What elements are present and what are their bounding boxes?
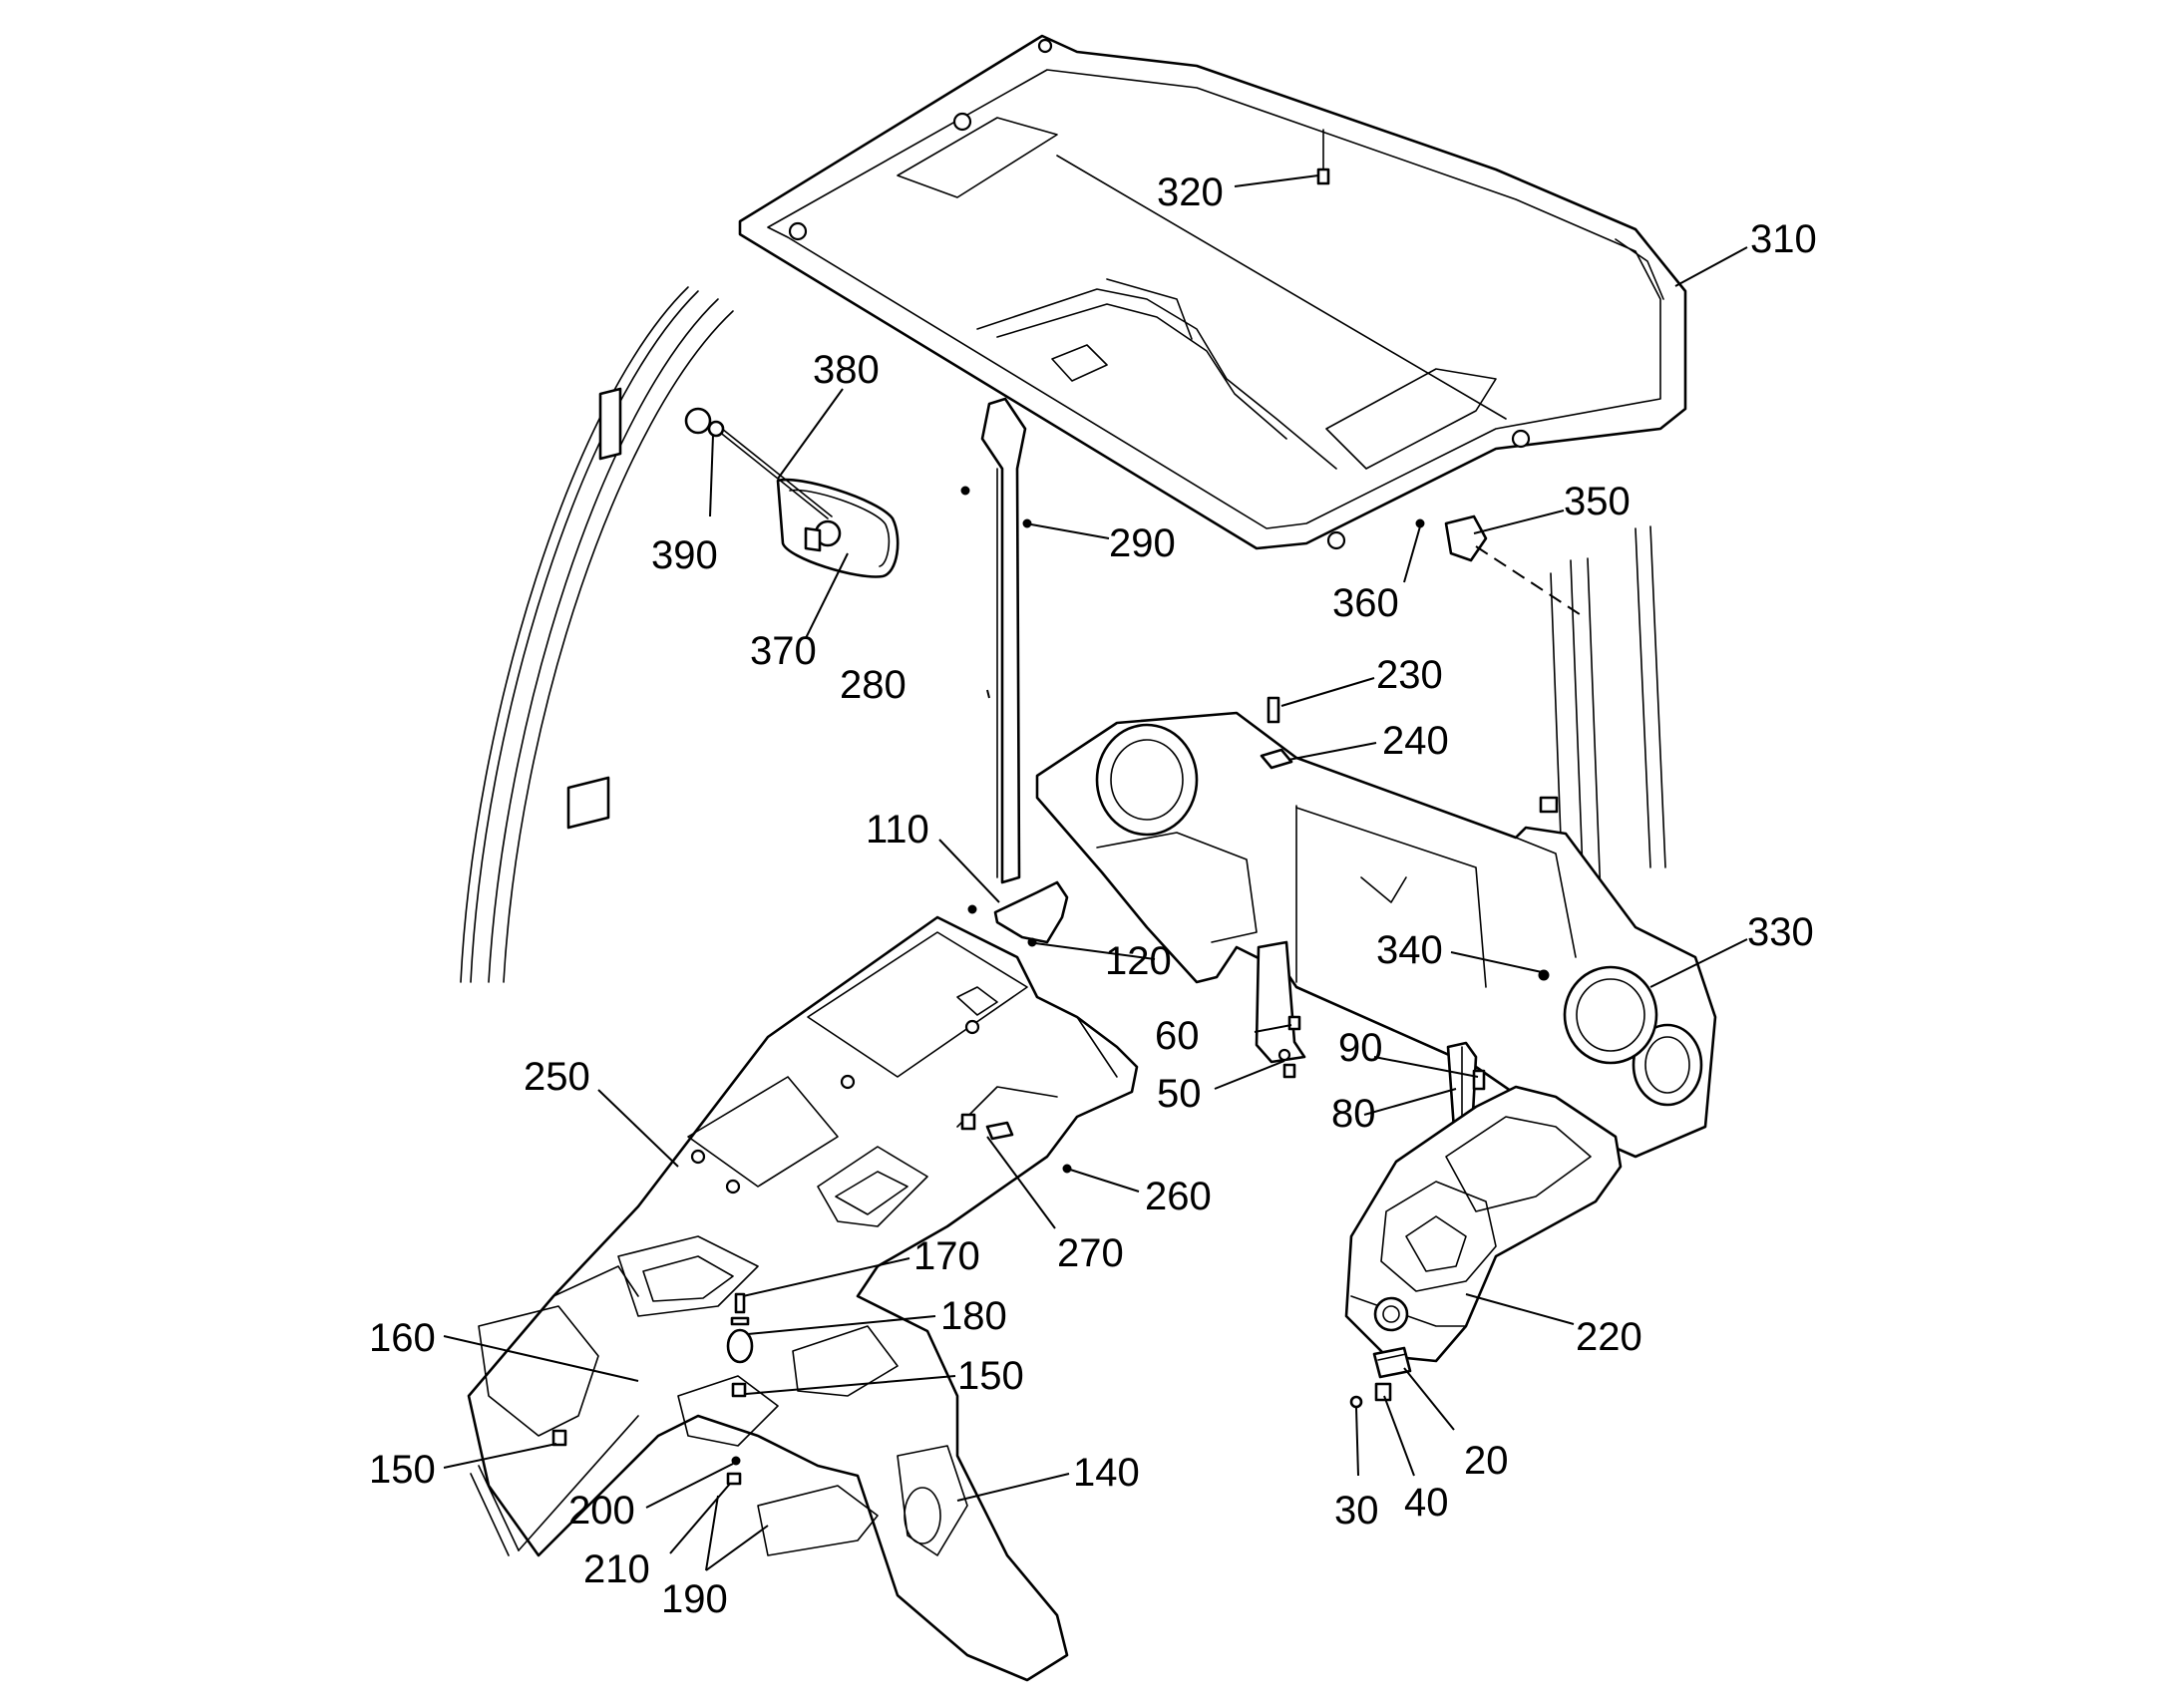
roof-panel [738, 34, 1687, 550]
mount-bracket [1255, 940, 1306, 1079]
label-20: 20 [1464, 1439, 1509, 1483]
label-340: 340 [1376, 928, 1443, 972]
label-90: 90 [1338, 1026, 1383, 1070]
label-310: 310 [1750, 217, 1817, 261]
label-350: 350 [1564, 480, 1631, 523]
label-180: 180 [940, 1294, 1007, 1338]
label-270: 270 [1057, 1231, 1124, 1275]
part-labels: 310 320 380 390 370 290 280 350 360 230 … [369, 171, 1817, 1621]
label-190: 190 [661, 1577, 728, 1621]
leader-lines [443, 174, 1748, 1571]
label-80: 80 [1331, 1092, 1376, 1136]
label-280: 280 [840, 663, 907, 707]
label-370: 370 [750, 629, 817, 673]
label-110: 110 [866, 808, 929, 852]
top-fastener [1260, 696, 1293, 770]
rear-frame [1539, 525, 1666, 898]
label-230: 230 [1376, 653, 1443, 697]
label-220: 220 [1576, 1315, 1642, 1359]
label-150-right: 150 [957, 1354, 1024, 1398]
label-30: 30 [1334, 1489, 1379, 1533]
dash-hardware [470, 1113, 1072, 1556]
center-console [1344, 1085, 1623, 1363]
label-330: 330 [1747, 910, 1814, 954]
label-380: 380 [813, 348, 880, 392]
label-260: 260 [1145, 1175, 1212, 1218]
console-hardware [1349, 1346, 1412, 1409]
label-60: 60 [1155, 1014, 1200, 1058]
label-120: 120 [1105, 939, 1172, 983]
label-160: 160 [369, 1316, 436, 1360]
roof-bracket [1415, 514, 1587, 619]
front-dashboard [467, 915, 1139, 1682]
pillar-mount [967, 880, 1069, 947]
label-250: 250 [524, 1055, 590, 1099]
rear-view-mirror [684, 407, 900, 578]
label-240: 240 [1382, 719, 1449, 763]
label-200: 200 [568, 1489, 635, 1533]
label-50: 50 [1157, 1072, 1202, 1116]
label-290: 290 [1109, 521, 1176, 565]
label-170: 170 [913, 1234, 980, 1278]
label-210: 210 [583, 1547, 650, 1591]
label-360: 360 [1332, 581, 1399, 625]
label-40: 40 [1404, 1481, 1449, 1525]
speaker-grille [1563, 965, 1658, 1065]
windshield-frame [460, 286, 734, 983]
pillar-trim [960, 397, 1032, 884]
label-320: 320 [1157, 171, 1224, 214]
label-150-left: 150 [369, 1448, 436, 1492]
label-140: 140 [1073, 1451, 1140, 1495]
label-390: 390 [651, 533, 718, 577]
